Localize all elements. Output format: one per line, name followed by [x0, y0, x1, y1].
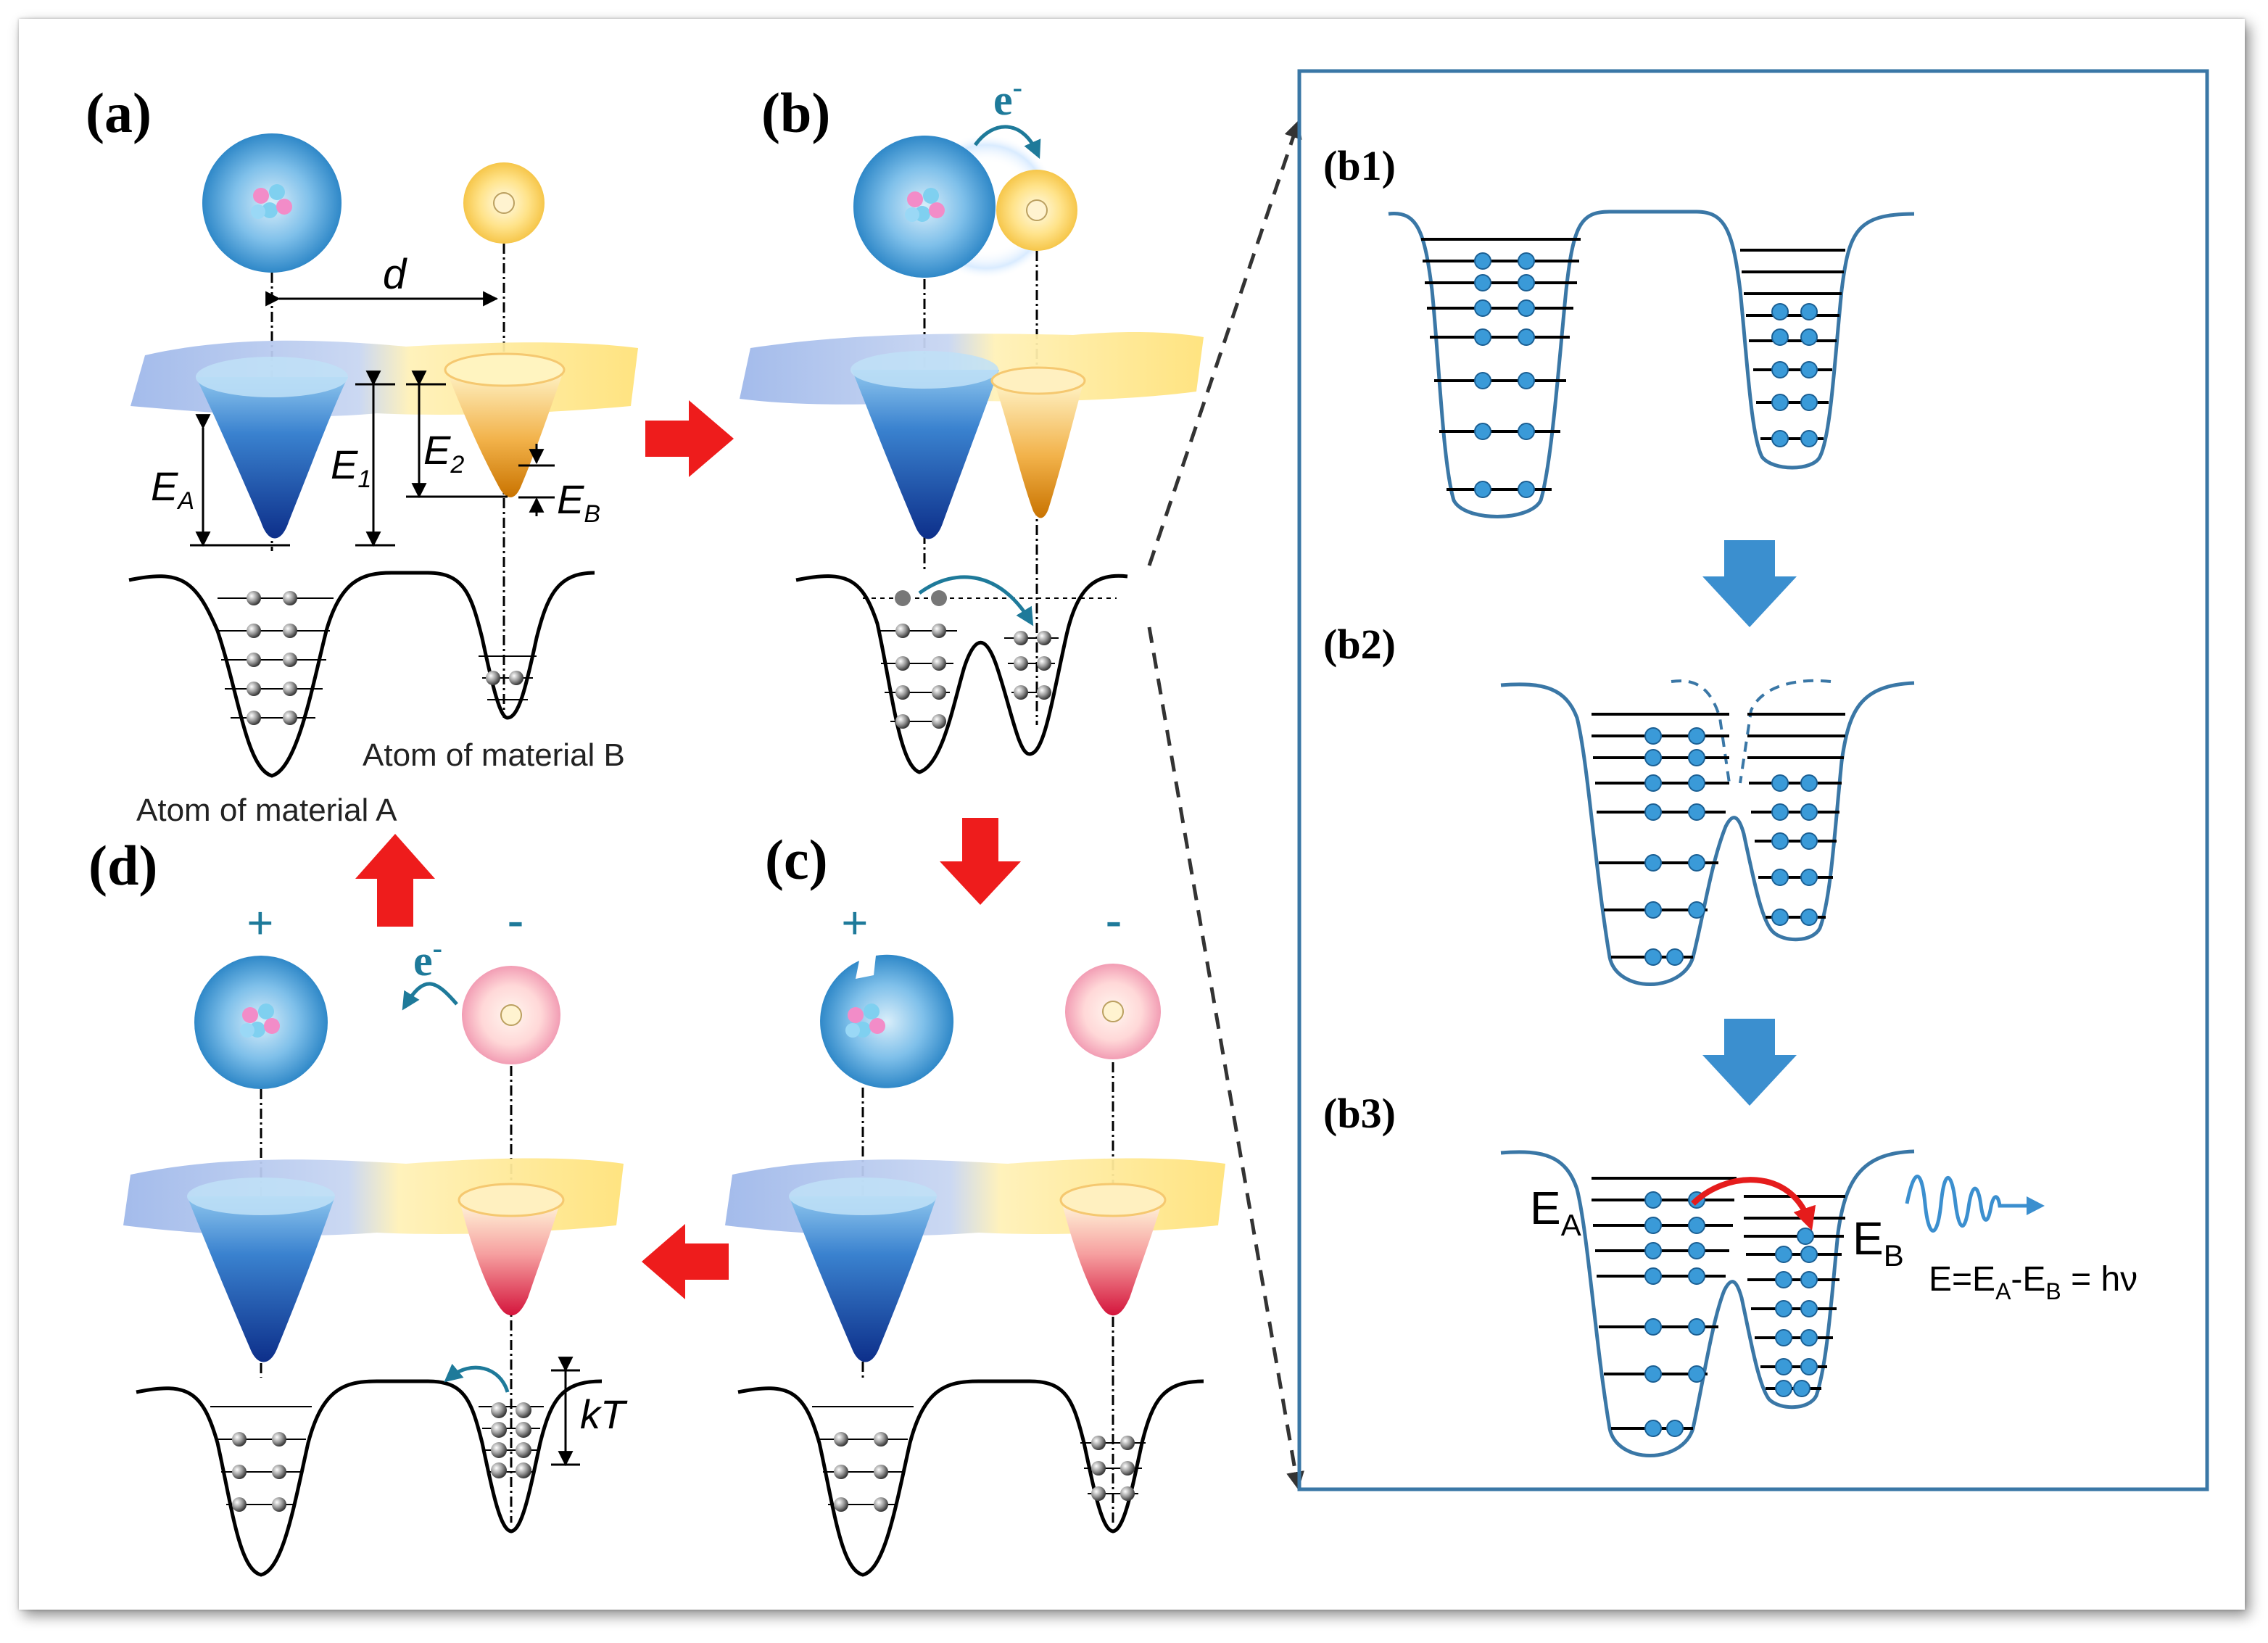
blue-cone-c [789, 1196, 937, 1362]
panel-label-b: (b) [761, 81, 830, 144]
arrow-c-to-d [642, 1224, 729, 1299]
arrow-b2-to-b3 [1702, 1019, 1797, 1106]
double-well-c [737, 1379, 1204, 1577]
orange-cone-b [993, 381, 1084, 518]
label-d: d [383, 251, 407, 298]
transition-arrow [1691, 1177, 1816, 1231]
nucleus-icon [905, 188, 945, 222]
photon-wave-icon [1905, 1175, 2030, 1233]
charge-plus-d: + [247, 897, 274, 950]
nucleus-icon [251, 184, 292, 219]
label-e1: E1 [331, 442, 371, 493]
charge-minus-d: - [508, 893, 523, 946]
panel-d: + - e- [123, 893, 628, 1577]
blue-cone-a [196, 377, 348, 539]
label-electron-d: e- [413, 932, 442, 985]
zoom-line-bottom [1147, 626, 1304, 1490]
energy-levels-a [218, 597, 537, 719]
charge-minus-c: - [1106, 893, 1122, 946]
arrow-b-to-c [940, 818, 1021, 905]
double-well-d [136, 1379, 603, 1577]
label-ea-left: EA [151, 463, 194, 515]
pink-cone-c [1062, 1204, 1162, 1316]
arrow-b1-to-b2 [1702, 540, 1797, 627]
blue-cone-d [187, 1196, 335, 1362]
label-atom-b: Atom of material B [363, 737, 625, 773]
double-well-b [795, 574, 1128, 774]
label-eb-left: EB [557, 476, 600, 528]
panel-b3: EA EB E=EA-EB = hν [1500, 1149, 2137, 1457]
atom-a-ion-d [194, 956, 328, 1089]
label-e2: E2 [423, 427, 464, 479]
electron-pairs-a [247, 591, 523, 725]
charge-plus-c: + [841, 897, 869, 950]
panel-label-d: (d) [88, 834, 157, 897]
electron-escape-arrow-d [402, 982, 458, 1011]
panel-b2 [1500, 679, 1915, 986]
figure-frame [19, 19, 2245, 1610]
label-kt: kT [580, 1391, 628, 1437]
zoom-box [1297, 69, 2209, 1491]
pink-cone-d [460, 1204, 560, 1316]
electron-pairs-d [232, 1402, 531, 1512]
panel-label-b1: (b1) [1323, 142, 1396, 189]
energy-equation: E=EA-EB = hν [1929, 1260, 2137, 1304]
orange-cone-a [446, 370, 564, 497]
panel-label-b2: (b2) [1323, 621, 1396, 668]
panel-a: d EA E1 E2 EB [128, 133, 638, 828]
blue-cone-b [852, 370, 999, 539]
label-ea-b3: EA [1530, 1182, 1581, 1242]
nucleus-icon [240, 1003, 280, 1038]
atom-a-ion-c [820, 954, 954, 1088]
label-electron-b: e- [993, 71, 1022, 124]
arrow-a-to-b [645, 400, 734, 477]
label-eb-b3: EB [1853, 1212, 1904, 1272]
label-atom-a: Atom of material A [136, 792, 397, 828]
nucleus-icon [845, 1003, 885, 1038]
panel-b1 [1388, 210, 1915, 518]
well-pair-b1 [1388, 210, 1915, 518]
panel-label-b3: (b3) [1323, 1090, 1396, 1137]
panel-label-a: (a) [86, 81, 152, 144]
electron-transfer-arrow [973, 125, 1041, 160]
well-pair-b2 [1500, 681, 1915, 986]
tunneling-arrow [918, 575, 1034, 626]
energy-levels-b [877, 630, 1059, 722]
panel-b: e- [740, 71, 1204, 774]
arrow-d-to-a [355, 834, 435, 927]
well-pair-b3 [1500, 1149, 1915, 1457]
nucleus-b-icon [493, 192, 515, 214]
panel-label-c: (c) [765, 828, 828, 891]
electron-pairs-c [834, 1432, 1135, 1512]
double-well-a [128, 571, 595, 778]
electron-pairs-b [895, 590, 1051, 729]
thermal-escape-arrow [444, 1363, 510, 1393]
panel-c: + - [725, 893, 1225, 1577]
